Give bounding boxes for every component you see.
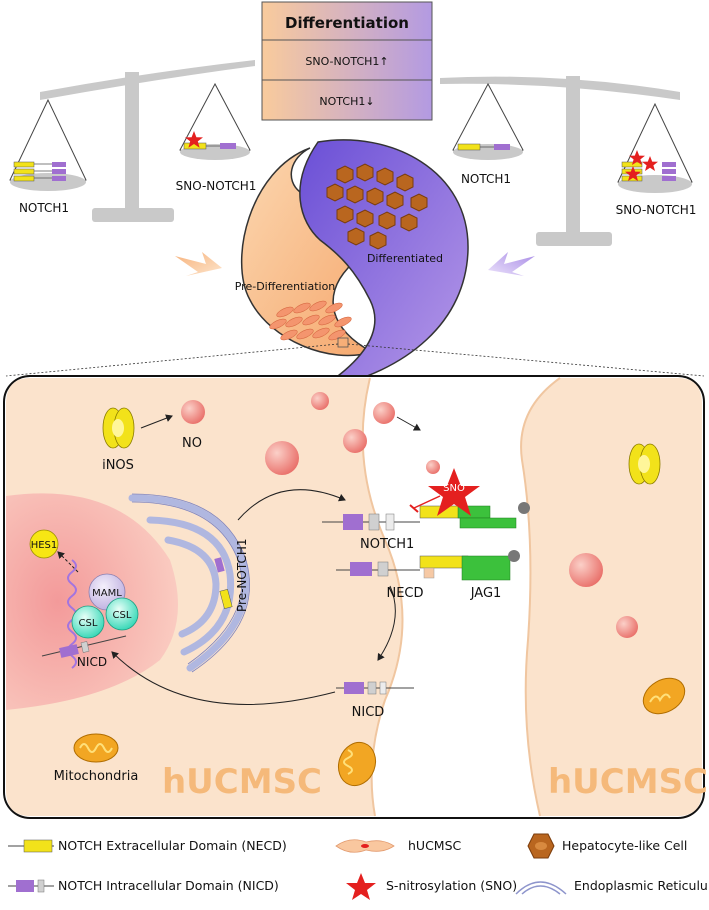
nicd-in-nucleus bbox=[41, 635, 127, 658]
legend-label-necd: NOTCH Extracellular Domain (NECD) bbox=[58, 838, 287, 853]
csl-label-left: CSL bbox=[79, 618, 98, 629]
hucmsc-cluster bbox=[269, 300, 352, 341]
no-label: NO bbox=[182, 436, 202, 451]
pre-notch1-label: Pre-NOTCH1 bbox=[235, 539, 249, 613]
pan-left-notch1-right bbox=[452, 82, 524, 160]
yinyang-right-label: Differentiated bbox=[367, 252, 443, 265]
sno-star-icon bbox=[346, 873, 376, 900]
nicd-in-cytoplasm bbox=[336, 681, 414, 695]
header-row-sno: SNO-NOTCH1↑ bbox=[305, 55, 388, 68]
legend: NOTCH Extracellular Domain (NECD) hUCMSC… bbox=[8, 833, 709, 900]
yinyang-left-label: Pre-Differentiation bbox=[235, 280, 336, 293]
notch1-label: NOTCH1 bbox=[360, 537, 414, 552]
csl-protein-left bbox=[71, 605, 105, 639]
mitochondria-icon bbox=[73, 733, 119, 763]
sno-label: SNO bbox=[443, 483, 465, 494]
inos-label: iNOS bbox=[102, 458, 134, 473]
hes1-label: HES1 bbox=[31, 540, 58, 551]
balance-scale-left: NOTCH1 SNO-NOTCH1 bbox=[9, 60, 257, 222]
differentiation-yinyang: Pre-Differentiation Differentiated bbox=[235, 139, 469, 391]
pan-right-label-sno-notch1-heavy: SNO-NOTCH1 bbox=[616, 203, 697, 217]
cell-panel: iNOS NO Pre-NOTCH1 bbox=[3, 375, 708, 819]
arrow-to-differentiated bbox=[488, 252, 535, 276]
maml-label: MAML bbox=[92, 588, 122, 599]
inos-enzyme-right bbox=[628, 443, 661, 485]
csl-label-right: CSL bbox=[113, 610, 132, 621]
balance-scale-right: NOTCH1 SNO-NOTCH1 bbox=[440, 76, 696, 246]
legend-item-er: Endoplasmic Reticulum bbox=[515, 878, 709, 895]
hepatocyte-cluster bbox=[326, 163, 428, 250]
pan-right-sno-notch1 bbox=[179, 82, 251, 160]
header-row-notch: NOTCH1↓ bbox=[319, 95, 374, 108]
pan-left-label-notch1: NOTCH1 bbox=[19, 201, 69, 215]
pan-right-label-sno-notch1: SNO-NOTCH1 bbox=[176, 179, 257, 193]
legend-label-sno: S-nitrosylation (SNO) bbox=[386, 878, 517, 893]
er-outline bbox=[131, 493, 250, 673]
nicd-cyto-label: NICD bbox=[352, 705, 385, 720]
hucmsc-label-left: hUCMSC bbox=[162, 762, 322, 802]
differentiation-header: Differentiation SNO-NOTCH1↑ NOTCH1↓ bbox=[261, 1, 433, 121]
inos-enzyme bbox=[102, 407, 135, 449]
mitochondria-label: Mitochondria bbox=[54, 769, 139, 784]
csl-protein-right bbox=[105, 597, 139, 631]
sno-star-marker bbox=[428, 468, 480, 516]
sno-star-icon bbox=[185, 131, 203, 148]
hucmsc-label-right: hUCMSC bbox=[548, 762, 708, 802]
legend-item-hepatocyte: Hepatocyte-like Cell bbox=[527, 833, 687, 859]
mitochondria-icon-3 bbox=[642, 677, 686, 715]
er-icon bbox=[515, 881, 567, 895]
header-title: Differentiation bbox=[285, 14, 409, 32]
legend-item-necd: NOTCH Extracellular Domain (NECD) bbox=[8, 838, 287, 853]
pan-left-notch1 bbox=[9, 98, 87, 191]
legend-label-hepatocyte: Hepatocyte-like Cell bbox=[562, 838, 687, 853]
legend-item-sno: S-nitrosylation (SNO) bbox=[346, 873, 517, 900]
legend-item-nicd: NOTCH Intracellular Domain (NICD) bbox=[8, 878, 279, 893]
nicd-nucleus-label: NICD bbox=[77, 655, 107, 669]
hucmsc-cell-left bbox=[6, 378, 403, 816]
mitochondria-icon-2 bbox=[337, 741, 377, 787]
no-molecules bbox=[181, 392, 638, 638]
legend-item-hucmsc: hUCMSC bbox=[335, 838, 462, 853]
legend-label-nicd: NOTCH Intracellular Domain (NICD) bbox=[58, 878, 279, 893]
hes1-protein bbox=[29, 529, 59, 559]
jag1-label: JAG1 bbox=[470, 586, 502, 601]
necd-jag1-complex bbox=[336, 550, 520, 581]
legend-label-er: Endoplasmic Reticulum bbox=[574, 878, 709, 893]
hucmsc-cell-right bbox=[521, 378, 702, 816]
necd-label: NECD bbox=[386, 586, 423, 601]
legend-label-hucmsc: hUCMSC bbox=[408, 838, 462, 853]
pan-right-sno-notch1-heavy bbox=[617, 102, 693, 193]
arrow-to-pre bbox=[175, 252, 222, 276]
endoplasmic-reticulum bbox=[128, 494, 250, 672]
pan-right-label-notch1: NOTCH1 bbox=[461, 172, 511, 186]
